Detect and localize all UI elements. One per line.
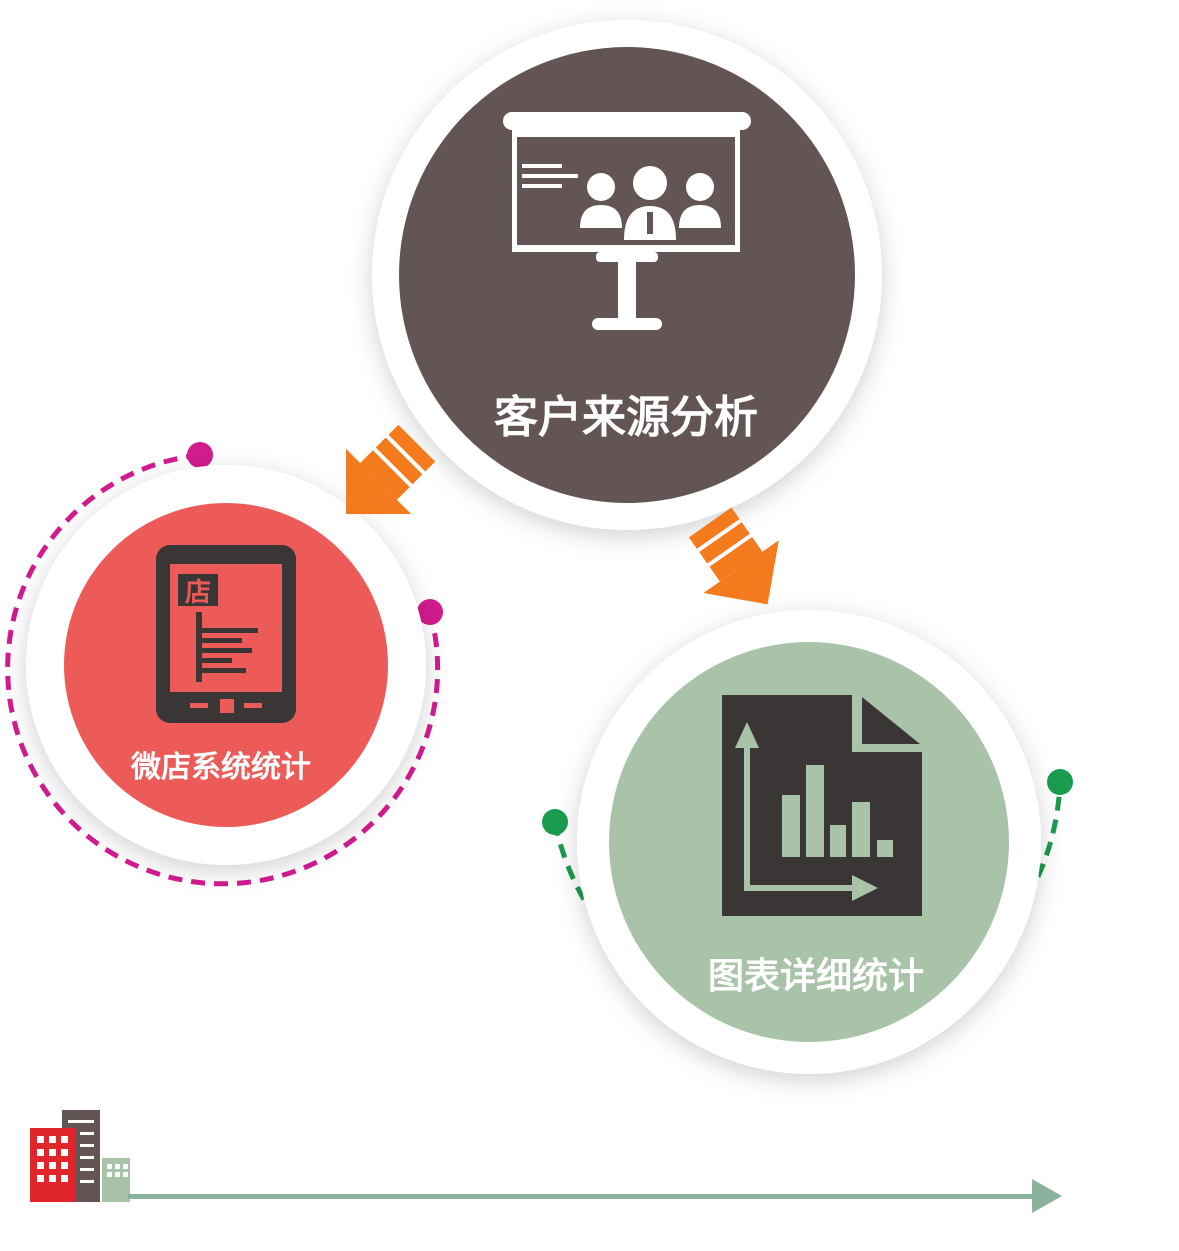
node-customer-source-analysis: 客户来源分析 bbox=[372, 20, 882, 530]
chart-document-icon bbox=[722, 695, 922, 916]
tablet-store-icon: 店 bbox=[156, 545, 296, 723]
node-label: 微店系统统计 bbox=[130, 750, 311, 785]
presentation-board-icon bbox=[503, 112, 751, 330]
arc-end-dot bbox=[417, 599, 443, 625]
magenta-dashed-arc bbox=[5, 442, 443, 887]
node-wechat-store-stats: 店 微店系统统计 bbox=[26, 465, 426, 865]
buildings-icon bbox=[30, 1110, 130, 1202]
audience-icon bbox=[580, 166, 721, 240]
node-label: 图表详细统计 bbox=[708, 956, 924, 997]
node-label: 客户来源分析 bbox=[494, 392, 758, 443]
arc-end-dot bbox=[187, 442, 213, 468]
arc-end-dot bbox=[1047, 769, 1073, 795]
arrow-to-right-node bbox=[688, 507, 779, 605]
store-sign-text: 店 bbox=[185, 578, 211, 608]
arrow-to-left-node bbox=[346, 424, 436, 514]
node-chart-detail-stats: 图表详细统计 bbox=[577, 610, 1041, 1074]
timeline-arrow bbox=[128, 1179, 1062, 1213]
arc-end-dot bbox=[542, 809, 568, 835]
